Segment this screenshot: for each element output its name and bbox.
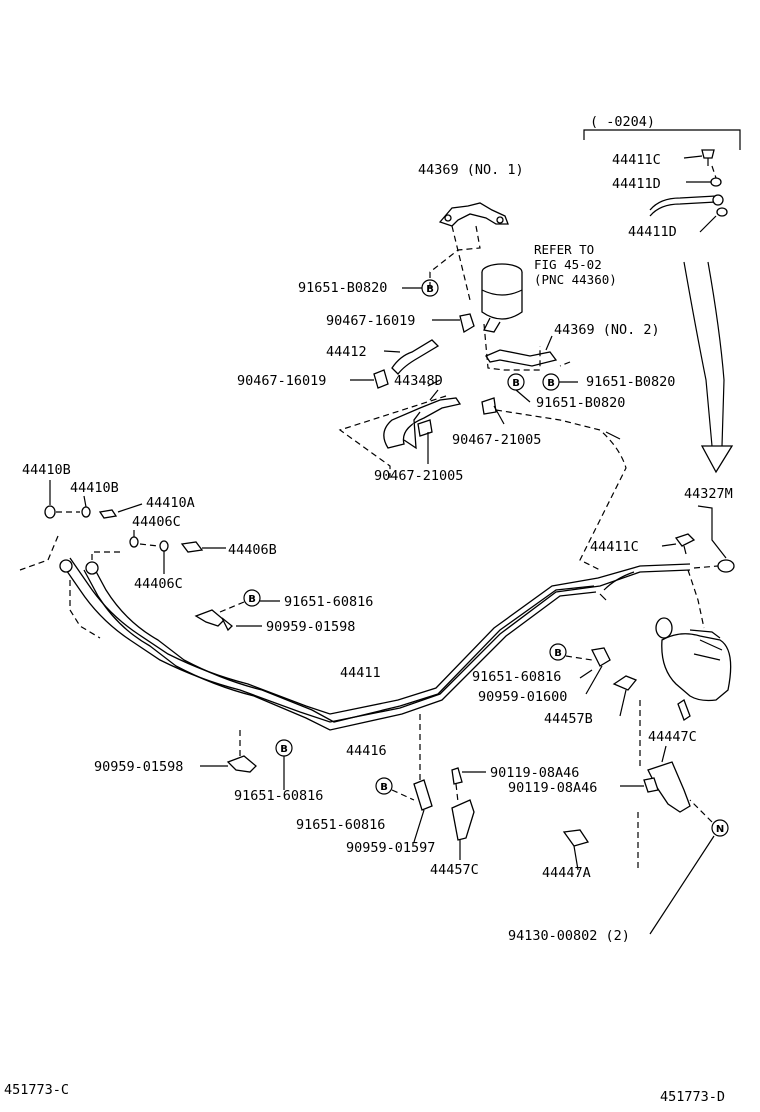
- washer-44406c-a: [129, 536, 139, 548]
- label-44369-no1: 44369 (NO. 1): [418, 162, 524, 178]
- clamp-90959-01598-b: [226, 755, 257, 773]
- washer-44411d-a: [710, 177, 722, 187]
- label-ref-d: 451773-D: [660, 1089, 725, 1105]
- label-90959-01598-a: 90959-01598: [266, 619, 355, 635]
- bolt-90119-08a46-b: [643, 777, 659, 793]
- bolt-44406b: [180, 541, 204, 553]
- washer-44410b-b: [81, 506, 91, 518]
- label-44411c-a: 44411C: [612, 152, 661, 168]
- label-94130-00802: 94130-00802 (2): [508, 928, 630, 944]
- bracket-44457c: [451, 799, 475, 841]
- union-bolt-44411c: [674, 533, 696, 555]
- svg-text:B: B: [280, 744, 288, 755]
- label-44410a: 44410A: [146, 495, 195, 511]
- label-44369-no2: 44369 (NO. 2): [554, 322, 660, 338]
- label-44410b-a: 44410B: [22, 462, 71, 478]
- label-91651-b0820-a: 91651-B0820: [298, 280, 387, 296]
- label-44416: 44416: [346, 743, 387, 759]
- hose-44412: [391, 339, 440, 375]
- bolt-marker-b-6: B: [275, 739, 293, 757]
- clip-44447a: [562, 829, 590, 847]
- hose-clamp-90467-16019-b: [373, 369, 389, 389]
- reference-arrow: [683, 261, 734, 474]
- svg-text:B: B: [547, 378, 555, 389]
- clamp-90959-01598-a: [194, 609, 233, 632]
- label-91651-60816-a: 91651-60816: [284, 594, 373, 610]
- hose-clamp-90467-16019-a: [459, 313, 475, 334]
- label-ref-c: 451773-C: [4, 1082, 69, 1098]
- label-44327m: 44327M: [684, 486, 733, 502]
- return-hose-44348d: [383, 397, 462, 450]
- svg-text:B: B: [512, 378, 520, 389]
- label-90119-08a46-a: 90119-08A46: [490, 765, 579, 781]
- marker-n: N: [711, 819, 729, 837]
- bolt-marker-b-7: B: [375, 777, 393, 795]
- label-91651-b0820-c: 91651-B0820: [536, 395, 625, 411]
- washer-44410b: [44, 505, 56, 519]
- label-range: ( -0204): [590, 114, 655, 130]
- reservoir-tank: [481, 263, 523, 333]
- bolt-marker-b-4: B: [243, 589, 261, 607]
- label-44406b: 44406B: [228, 542, 277, 558]
- label-91651-60816-c: 91651-60816: [234, 788, 323, 804]
- svg-text:B: B: [426, 284, 434, 295]
- union-bolt-44411c-variant: [701, 149, 715, 166]
- label-44447a: 44447A: [542, 865, 591, 881]
- clamp-90959-01600: [591, 647, 611, 667]
- label-44411d-a: 44411D: [612, 176, 661, 192]
- label-91651-60816-b: 91651-60816: [472, 669, 561, 685]
- left-union-fittings: [19, 535, 120, 639]
- return-tube-44416: [83, 563, 597, 731]
- bracket-44457b: [612, 675, 638, 691]
- hose-clamp-90467-21005-a: [481, 397, 497, 415]
- label-90467-16019-b: 90467-16019: [237, 373, 326, 389]
- label-44447c: 44447C: [648, 729, 697, 745]
- label-90467-21005-a: 90467-21005: [452, 432, 541, 448]
- reservoir-bracket-no1: [438, 202, 509, 227]
- label-refer-fig: FIG 45-02: [534, 257, 602, 272]
- label-44410b-b: 44410B: [70, 480, 119, 496]
- steering-gear-housing: [655, 617, 732, 721]
- bolt-marker-b-2: B: [507, 373, 525, 391]
- svg-text:B: B: [380, 782, 388, 793]
- label-44406c-b: 44406C: [134, 576, 183, 592]
- label-90467-16019-a: 90467-16019: [326, 313, 415, 329]
- variant-bracket: [583, 129, 741, 150]
- label-90959-01600: 90959-01600: [478, 689, 567, 705]
- gasket-44327m: [717, 559, 735, 573]
- washer-44411d-b: [716, 207, 728, 217]
- label-44411d-b: 44411D: [628, 224, 677, 240]
- washer-44406c-b: [159, 540, 169, 552]
- label-91651-b0820-b: 91651-B0820: [586, 374, 675, 390]
- label-44457b: 44457B: [544, 711, 593, 727]
- svg-text:B: B: [554, 648, 562, 659]
- label-refer-pnc: (PNC 44360): [534, 272, 617, 287]
- bolt-marker-b-5: B: [549, 643, 567, 661]
- label-44406c-a: 44406C: [132, 514, 181, 530]
- variant-pipe-end: [649, 194, 724, 217]
- label-90467-21005-b: 90467-21005: [374, 468, 463, 484]
- clamp-90959-01597: [413, 779, 433, 811]
- label-90959-01597: 90959-01597: [346, 840, 435, 856]
- label-44411c-b: 44411C: [590, 539, 639, 555]
- svg-text:N: N: [716, 824, 724, 835]
- label-44411: 44411: [340, 665, 381, 681]
- bolt-90119-08a46-a: [451, 767, 463, 785]
- bolt-44410a: [98, 509, 118, 519]
- label-44457c: 44457C: [430, 862, 479, 878]
- label-refer-to: REFER TO: [534, 242, 594, 257]
- hose-clamp-90467-21005-b: [417, 419, 433, 437]
- label-90119-08a46-b: 90119-08A46: [508, 780, 597, 796]
- label-91651-60816-d: 91651-60816: [296, 817, 385, 833]
- label-90959-01598-b: 90959-01598: [94, 759, 183, 775]
- svg-text:B: B: [248, 594, 256, 605]
- bracket-44369-no2: [485, 349, 558, 367]
- label-44412: 44412: [326, 344, 367, 360]
- bolt-marker-b-3: B: [542, 373, 560, 391]
- label-44348d: 44348D: [394, 373, 443, 389]
